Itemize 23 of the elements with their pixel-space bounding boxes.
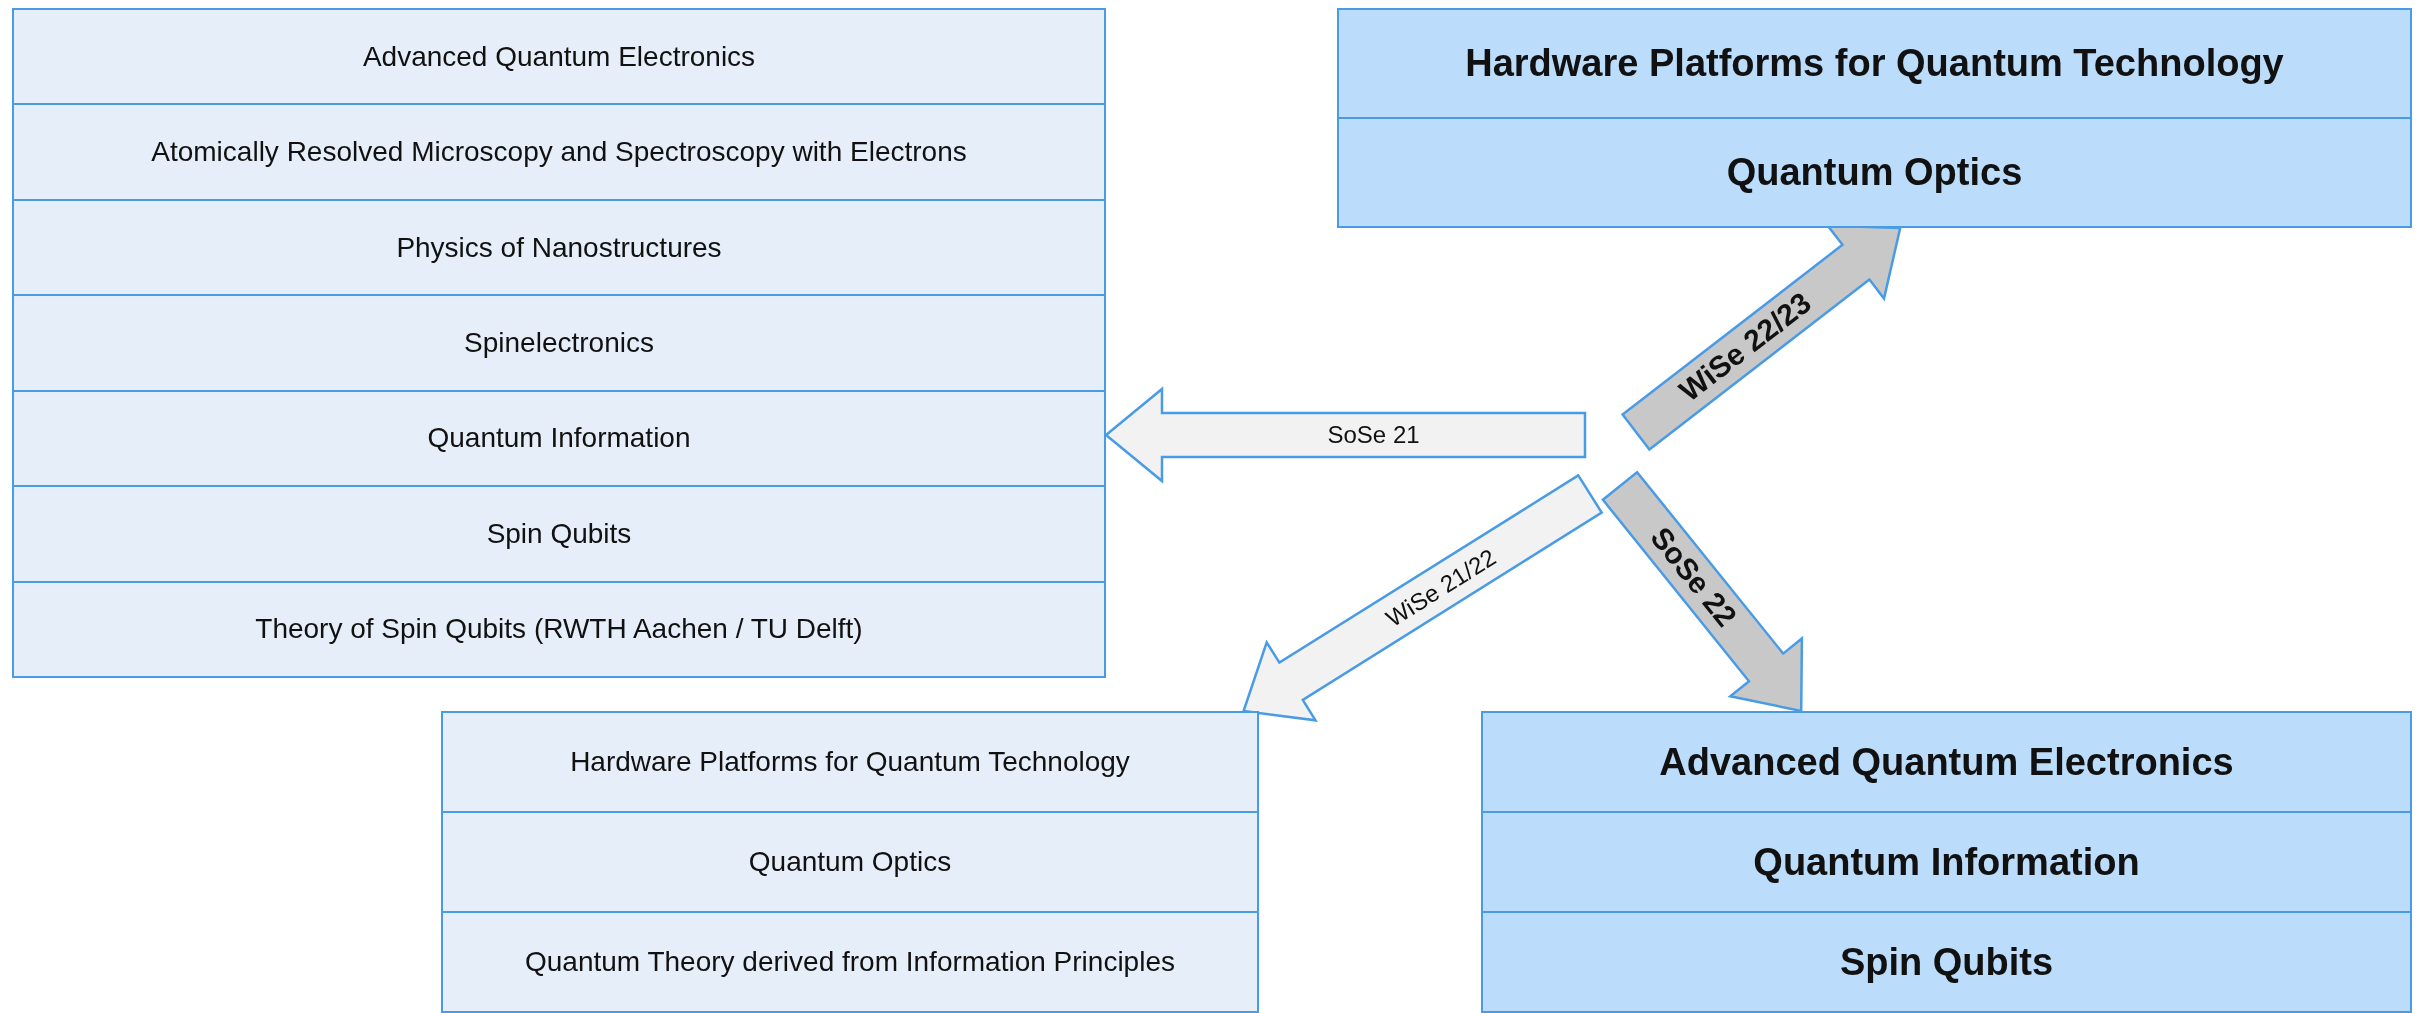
course-row: Quantum Optics (443, 813, 1257, 913)
course-list-panel (1337, 8, 2412, 228)
course-row: Spin Qubits (1483, 913, 2410, 1011)
block-arrow (1104, 386, 1587, 484)
course-list-panel (12, 8, 1106, 678)
course-row: Spin Qubits (14, 487, 1104, 583)
course-row: Theory of Spin Qubits (RWTH Aachen / TU Delft) (14, 582, 1104, 676)
course-row: Quantum Optics (1339, 119, 2410, 226)
course-list-panel (441, 711, 1259, 1013)
block-arrow (1241, 473, 1604, 722)
course-row: Hardware Platforms for Quantum Technology (1339, 10, 2410, 119)
course-row: Atomically Resolved Microscopy and Spectroscopy with Electrons (14, 105, 1104, 201)
block-arrow (1601, 470, 1804, 713)
course-list-panel (1481, 711, 2412, 1013)
course-row: Advanced Quantum Electronics (14, 10, 1104, 106)
edge-label: SoSe 21 (1327, 421, 1420, 449)
course-row: Physics of Nanostructures (14, 200, 1104, 297)
course-row: Quantum Information (1483, 813, 2410, 913)
course-row: Quantum Information (14, 391, 1104, 488)
course-row: Quantum Theory derived from Information Principles (443, 913, 1257, 1011)
course-row: Hardware Platforms for Quantum Technology (443, 713, 1257, 813)
course-row: Spinelectronics (14, 296, 1104, 392)
course-row: Advanced Quantum Electronics (1483, 713, 2410, 813)
